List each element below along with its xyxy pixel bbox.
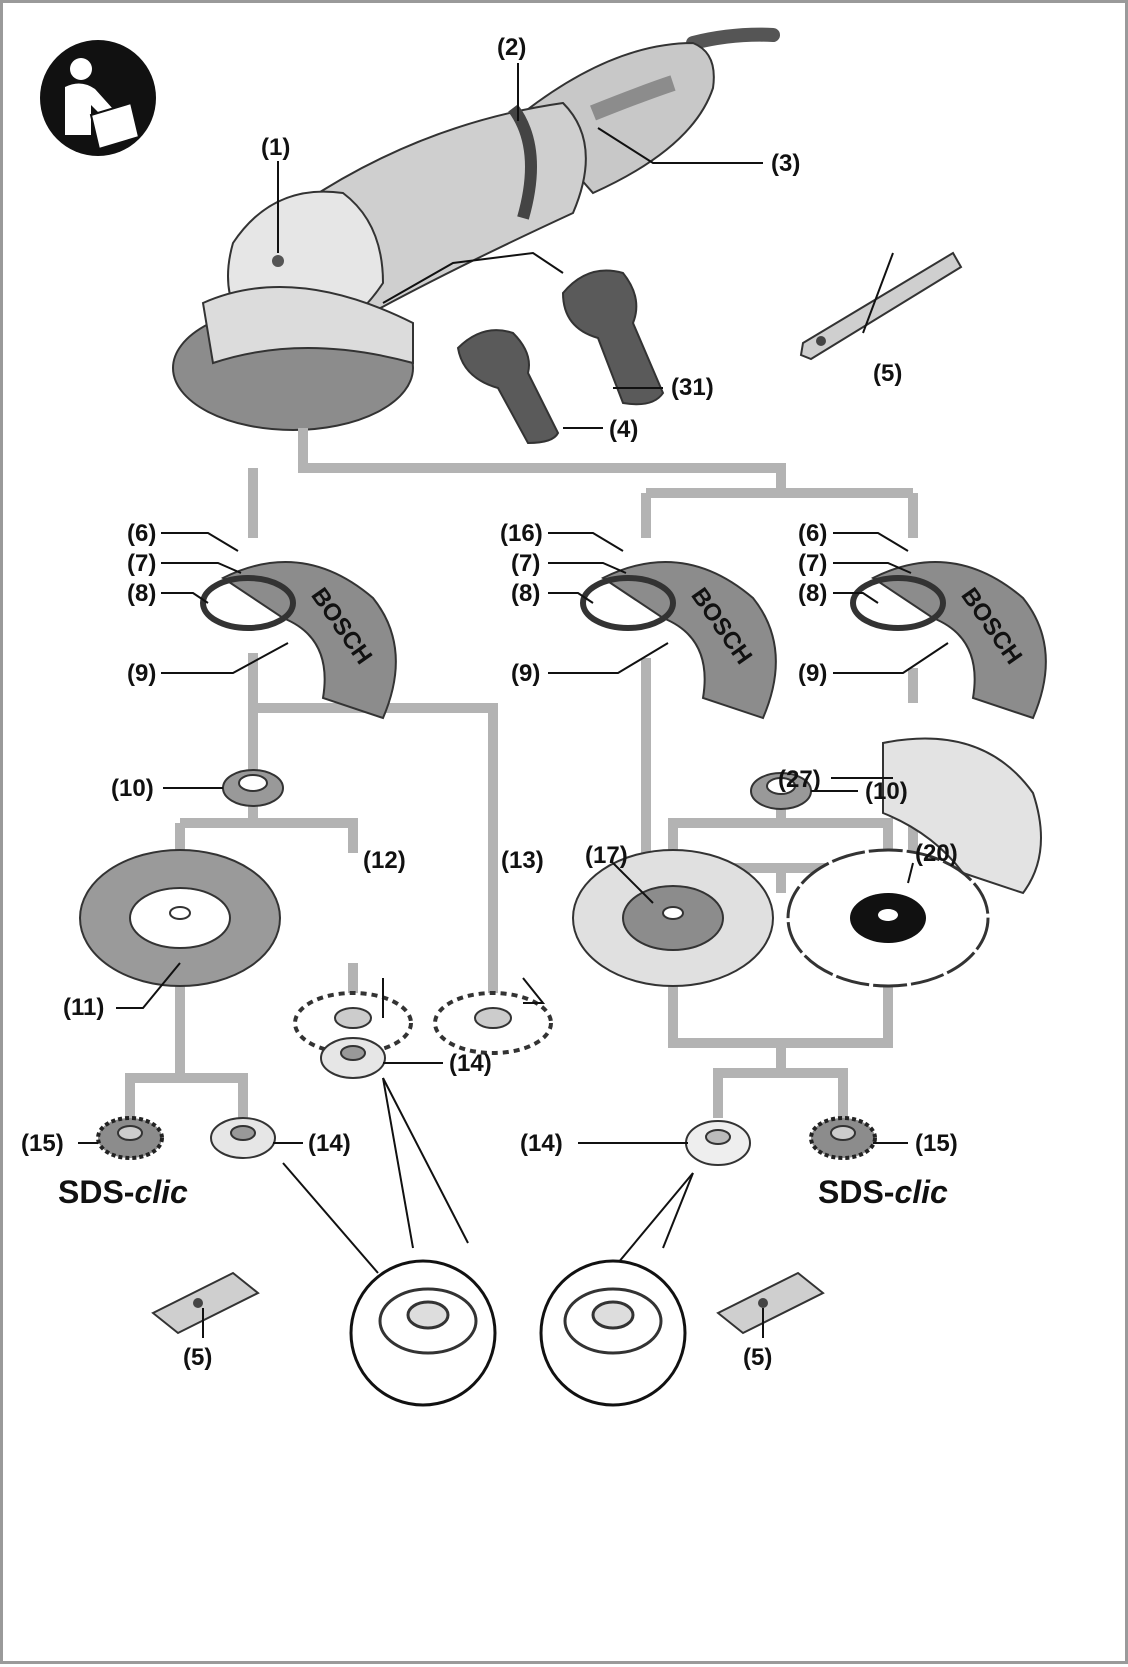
- guard-middle: BOSCH: [580, 561, 777, 720]
- label-8-middle: (8): [511, 580, 540, 607]
- leader-lines: [78, 63, 949, 1338]
- read-manual-icon: [40, 40, 156, 156]
- sds-clic-left: SDS-clic: [58, 1174, 188, 1210]
- guard-right: BOSCH: [850, 561, 1047, 720]
- quick-clamp-nut-15-left: [96, 1116, 164, 1160]
- label-11: (11): [63, 994, 104, 1021]
- quick-clamp-nut-15-right: [809, 1116, 877, 1160]
- clamping-nut-14-right: [685, 1120, 751, 1166]
- label-7-right: (7): [798, 550, 827, 577]
- pin-spanner-bottom-right: [716, 1271, 825, 1335]
- label-14-middle: (14): [449, 1050, 492, 1077]
- callout-labels: (1) (2) (3) (4) (5) (31) (6) (7) (8) (9)…: [21, 34, 958, 1371]
- label-7-left: (7): [127, 550, 156, 577]
- label-17: (17): [585, 842, 628, 869]
- diamond-disc-20: [786, 848, 990, 988]
- cutting-disc-17: [572, 849, 774, 987]
- label-9-right: (9): [798, 660, 827, 687]
- cutting-cover-27: [882, 737, 1042, 895]
- label-5-bottom-right: (5): [743, 1344, 772, 1371]
- label-31: (31): [671, 374, 714, 401]
- magnified-detail-right: [539, 1172, 694, 1407]
- conical-brush-13: [433, 991, 553, 1055]
- label-5-top: (5): [873, 360, 902, 387]
- label-3: (3): [771, 150, 800, 177]
- label-9-left: (9): [127, 660, 156, 687]
- label-4: (4): [609, 416, 638, 443]
- label-6-right: (6): [798, 520, 827, 547]
- label-7-middle: (7): [511, 550, 540, 577]
- assembly-diagram: BOSCH BOSCH BOSCH: [21, 27, 1047, 1407]
- label-20: (20): [915, 840, 958, 867]
- label-15-left: (15): [21, 1130, 64, 1157]
- mounting-flange-10-left: [222, 769, 284, 807]
- pin-spanner-bottom-left: [151, 1271, 260, 1335]
- label-1: (1): [261, 134, 290, 161]
- label-14-right: (14): [520, 1130, 563, 1157]
- label-14-left: (14): [308, 1130, 351, 1157]
- label-5-bottom-left: (5): [183, 1344, 212, 1371]
- pin-spanner-top: [799, 251, 963, 361]
- label-27: (27): [778, 766, 821, 793]
- label-16: (16): [500, 520, 543, 547]
- label-8-right: (8): [798, 580, 827, 607]
- clamping-nut-14-middle: [320, 1037, 386, 1079]
- sds-clic-right: SDS-clic: [818, 1174, 948, 1210]
- label-8-left: (8): [127, 580, 156, 607]
- mounting-flange-10-right: [750, 772, 812, 810]
- label-2: (2): [497, 34, 526, 61]
- label-13: (13): [501, 847, 544, 874]
- label-15-right: (15): [915, 1130, 958, 1157]
- clamping-nut-14-left: [210, 1117, 276, 1159]
- label-6-left: (6): [127, 520, 156, 547]
- grinding-disc-11: [79, 849, 281, 987]
- angle-grinder: [172, 27, 780, 431]
- side-handle-4: [456, 329, 560, 445]
- label-10-left: (10): [111, 775, 154, 802]
- guard-left: BOSCH: [200, 561, 397, 720]
- label-10-right: (10): [865, 778, 908, 805]
- label-9-middle: (9): [511, 660, 540, 687]
- label-12: (12): [363, 847, 406, 874]
- side-handle-31: [561, 269, 665, 406]
- magnified-detail-left: [282, 1077, 497, 1407]
